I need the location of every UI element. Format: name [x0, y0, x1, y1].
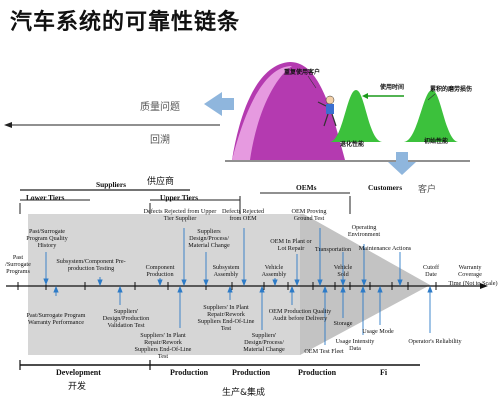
label-past-programs: Past /Surrogate Programs — [5, 254, 31, 275]
quality-issue-label: 质量问题 — [140, 102, 180, 113]
lower-tiers-header: Lower Tiers — [26, 193, 65, 202]
label-vehicle-sold: Vehicle Sold — [333, 264, 353, 278]
customers-header: Customers — [368, 183, 403, 192]
label-vehicle-assembly: Vehicle Assembly — [261, 264, 287, 278]
phase-production-2: Production — [232, 368, 271, 377]
down-arrow — [396, 152, 408, 162]
label-supplier-design-change: Suppliers' Design/Process/ Material Chan… — [243, 332, 285, 353]
oems-header: OEMs — [296, 183, 317, 192]
label-defects-oem: Defects Rejected from OEM — [221, 208, 265, 222]
phase-development-cn: 开发 — [68, 382, 87, 392]
label-transportation: Transportation — [314, 246, 352, 253]
phase-production-1: Production — [170, 368, 209, 377]
green-curve-right — [404, 90, 458, 142]
label-supplier-repair-2: Suppliers' In Plant Repair/Rework Suppli… — [197, 304, 255, 332]
time-axis-label: Time (Not to Scale) — [448, 280, 498, 287]
label-warranty-coverage: Warranty Coverage — [458, 264, 482, 278]
phase-production-3: Production — [298, 368, 337, 377]
label-proving-ground: OEM Proving Ground Test — [291, 208, 327, 222]
backtrack-label: 回溯 — [150, 135, 170, 146]
customers-cn-label: 客户 — [418, 185, 437, 195]
phase-field: Fi — [380, 368, 388, 377]
label-maintenance: Maintenance Actions — [358, 245, 412, 252]
label-operating-environment: Operating Environment — [347, 224, 381, 238]
label-cutoff-date: Cutoff Date — [422, 264, 440, 278]
label-defects-upper-tier: Defects Rejected from Upper Tier Supplie… — [143, 208, 217, 222]
suppliers-header: Suppliers — [96, 180, 126, 189]
suppliers-cn-label: 供应商 — [147, 177, 175, 187]
wear-failure-label: 累积的磨劳损伤 — [430, 86, 473, 93]
quality-left-arrow — [204, 92, 222, 116]
repeat-customer-label: 重复使用客户 — [284, 69, 321, 76]
label-design-change: Suppliers Design/Process/ Material Chang… — [188, 228, 230, 249]
initial-perf-label: 初始性能 — [424, 138, 449, 145]
label-quality-history: Past/Surrogate Program Quality History — [26, 228, 68, 249]
label-validation-test: Suppliers' Design/Production Validation … — [102, 308, 150, 329]
label-usage-mode: Usage Mode — [362, 328, 394, 335]
page-title: 汽车系统的可靠性链条 — [10, 10, 241, 35]
green-curve-left — [330, 90, 382, 142]
label-subsystem-assembly: Subsystem Assembly — [212, 264, 240, 278]
magenta-hill — [232, 62, 345, 160]
person-icon — [325, 95, 335, 105]
below-arrows — [53, 285, 433, 345]
label-storage: Storage — [333, 320, 353, 327]
phase-production-cn: 生产&集成 — [222, 388, 266, 398]
label-usage-intensity: Usage Intensity Data — [335, 338, 375, 352]
above-arrows — [43, 228, 403, 287]
label-production-audit: OEM Production Quality Audit before Deli… — [268, 308, 332, 322]
label-preproduction-testing: Subsystem/Component Pre-production Testi… — [56, 258, 126, 272]
degrade-perf-label: 退化性能 — [340, 141, 365, 148]
upper-tiers-header: Upper Tiers — [160, 193, 198, 202]
label-warranty-performance: Past/Surrogate Program Warranty Performa… — [26, 312, 86, 326]
usage-time-label: 使用时间 — [380, 84, 405, 91]
label-test-fleet: OEM Test Fleet — [304, 348, 344, 355]
label-supplier-repair-1: Suppliers' In Plant Repair/Rework Suppli… — [134, 332, 192, 360]
phase-development: Development — [56, 368, 101, 377]
label-operator-reliability: Operator's Reliability — [408, 338, 462, 345]
label-inplant-repair: OEM In Plant or Lot Repair — [270, 238, 312, 252]
hill-highlight — [232, 66, 292, 160]
label-component-production: Component Production — [145, 264, 175, 278]
